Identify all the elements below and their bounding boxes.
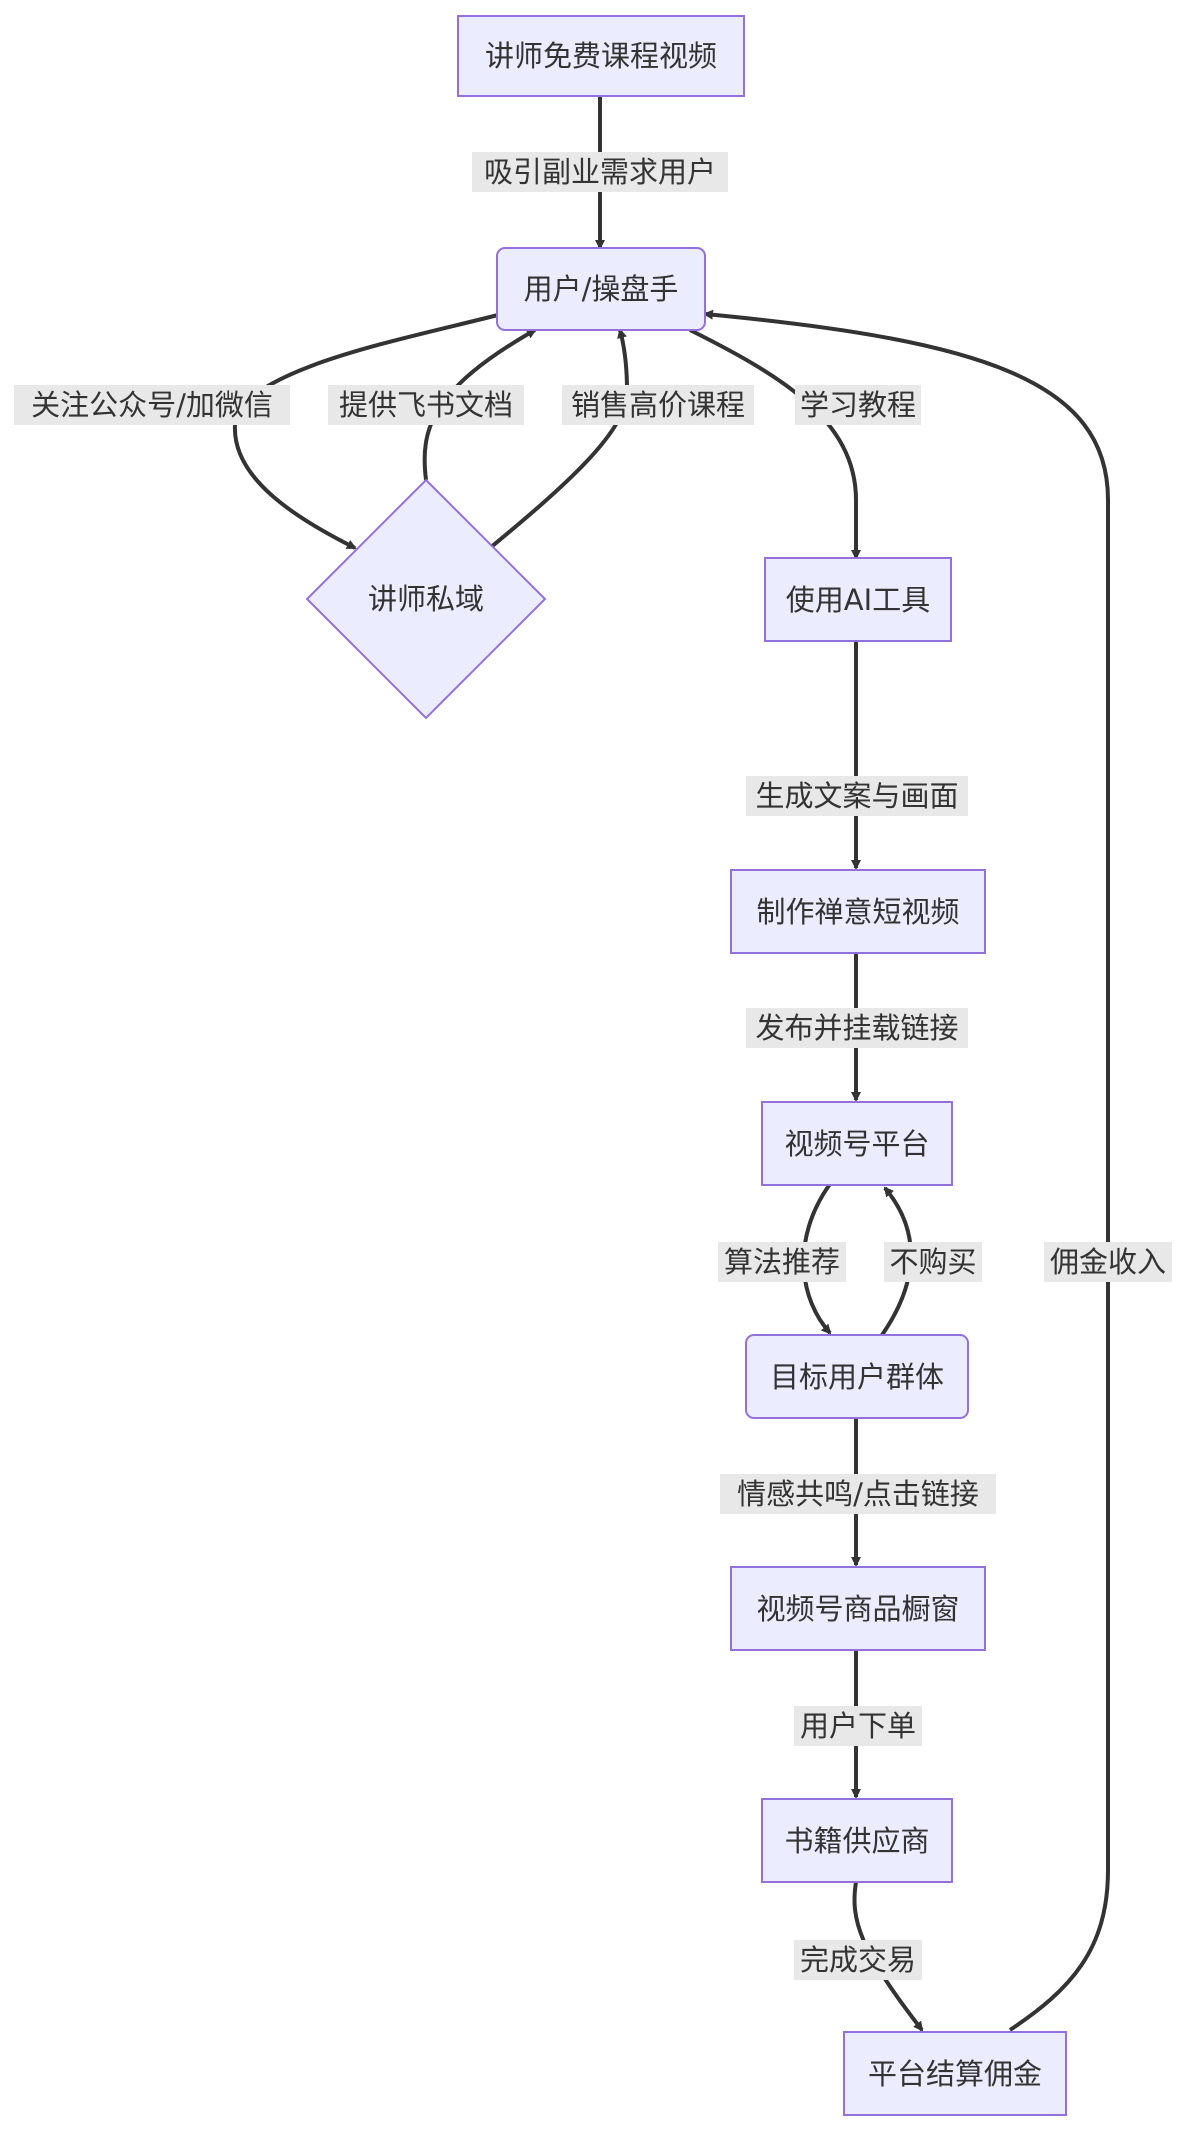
edge-label-generate: 生成文案与画面	[746, 776, 968, 816]
svg-text:情感共鸣/点击链接: 情感共鸣/点击链接	[737, 1477, 979, 1511]
node-commission-settle: 平台结算佣金	[843, 2031, 1067, 2116]
svg-text:使用AI工具: 使用AI工具	[786, 583, 930, 617]
svg-text:生成文案与画面: 生成文案与画面	[755, 779, 958, 813]
svg-text:用户/操盘手: 用户/操盘手	[524, 272, 679, 306]
edge-sell-course	[488, 328, 630, 550]
svg-text:用户下单: 用户下单	[800, 1709, 916, 1743]
edge-label-attract: 吸引副业需求用户	[472, 152, 728, 192]
svg-text:视频号平台: 视频号平台	[784, 1127, 929, 1161]
edge-label-resonance: 情感共鸣/点击链接	[720, 1474, 996, 1514]
svg-text:提供飞书文档: 提供飞书文档	[339, 388, 513, 422]
svg-text:吸引副业需求用户: 吸引副业需求用户	[484, 155, 716, 189]
edge-label-no-buy: 不购买	[884, 1242, 982, 1282]
node-private-domain: 讲师私域	[305, 478, 547, 720]
nodes: 讲师免费课程视频 用户/操盘手 讲师私域 使用AI工具 制作禅意短视频 视频号平…	[305, 15, 1067, 2116]
edge-learn	[689, 328, 861, 560]
edge-labels: 吸引副业需求用户 关注公众号/加微信 提供飞书文档 销售高价课程 学习教程 生成…	[14, 152, 1172, 1980]
svg-text:视频号商品橱窗: 视频号商品橱窗	[756, 1592, 959, 1626]
svg-text:佣金收入: 佣金收入	[1050, 1245, 1166, 1279]
svg-text:目标用户群体: 目标用户群体	[770, 1360, 944, 1394]
svg-text:制作禅意短视频: 制作禅意短视频	[756, 895, 959, 929]
svg-text:发布并挂载链接: 发布并挂载链接	[755, 1011, 958, 1045]
edge-label-feishu: 提供飞书文档	[328, 385, 524, 425]
edge-label-sell-course: 销售高价课程	[562, 385, 754, 425]
svg-text:讲师免费课程视频: 讲师免费课程视频	[485, 39, 717, 73]
svg-text:完成交易: 完成交易	[800, 1943, 916, 1977]
edge-label-follow: 关注公众号/加微信	[14, 385, 290, 425]
svg-text:平台结算佣金: 平台结算佣金	[868, 2057, 1042, 2091]
svg-text:讲师私域: 讲师私域	[368, 582, 484, 616]
node-target-users: 目标用户群体	[745, 1334, 969, 1419]
edge-label-learn: 学习教程	[795, 385, 921, 425]
svg-text:不购买: 不购买	[889, 1245, 976, 1279]
node-user-operator: 用户/操盘手	[496, 247, 706, 331]
svg-text:关注公众号/加微信: 关注公众号/加微信	[31, 388, 273, 422]
node-book-supplier: 书籍供应商	[761, 1798, 953, 1883]
svg-text:算法推荐: 算法推荐	[724, 1245, 840, 1279]
edge-label-algorithm: 算法推荐	[718, 1242, 846, 1282]
svg-text:销售高价课程: 销售高价课程	[571, 388, 745, 422]
edge-label-order: 用户下单	[794, 1706, 922, 1746]
edge-label-publish: 发布并挂载链接	[746, 1008, 968, 1048]
edge-label-commission-income: 佣金收入	[1044, 1242, 1172, 1282]
node-use-ai: 使用AI工具	[764, 557, 952, 642]
svg-text:学习教程: 学习教程	[800, 388, 916, 422]
node-make-video: 制作禅意短视频	[730, 869, 986, 954]
node-free-videos: 讲师免费课程视频	[457, 15, 745, 97]
edge-label-deal: 完成交易	[794, 1940, 922, 1980]
node-channels-platform: 视频号平台	[761, 1101, 953, 1186]
edge-commission-income	[703, 309, 1110, 2032]
node-shop-window: 视频号商品橱窗	[730, 1566, 986, 1651]
svg-text:书籍供应商: 书籍供应商	[784, 1824, 929, 1858]
